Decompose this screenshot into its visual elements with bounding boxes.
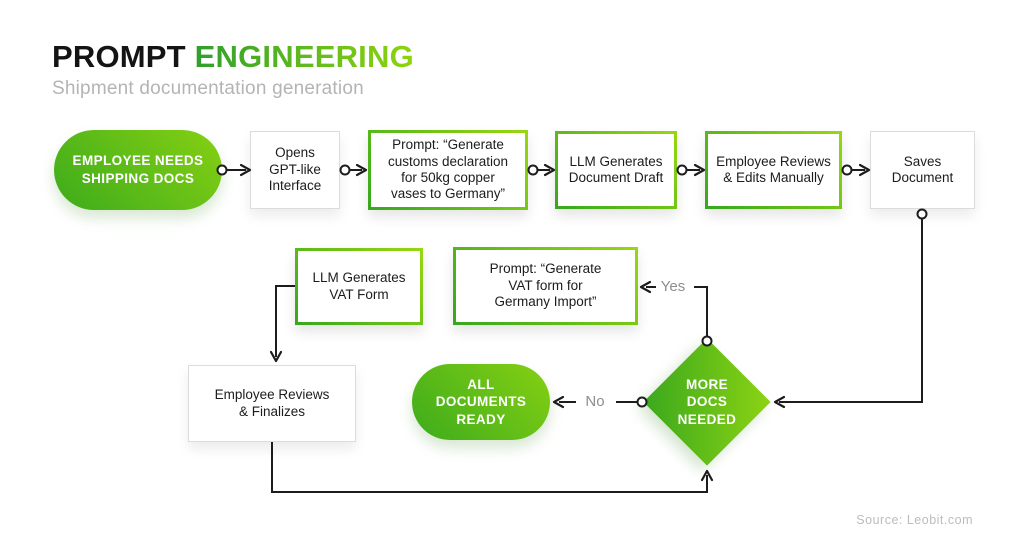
node-llm-generates-draft-inner: LLM Generates Document Draft <box>558 134 674 206</box>
node-llm-generates-vat-label: LLM Generates VAT Form <box>312 270 406 302</box>
arrowhead-yes-to-promptvat <box>639 280 652 294</box>
node-employee-reviews-edits: Employee Reviews & Edits Manually <box>705 131 842 209</box>
arrowhead-finalizes-to-decision <box>700 469 714 482</box>
node-opens-interface: Opens GPT-like Interface <box>250 131 340 209</box>
node-employee-reviews-finalizes-label: Employee Reviews & Finalizes <box>214 387 330 419</box>
node-llm-generates-draft-label: LLM Generates Document Draft <box>568 153 664 185</box>
connector-dot-llmdraft <box>676 164 688 176</box>
node-employee-reviews-edits-label: Employee Reviews & Edits Manually <box>716 153 831 185</box>
node-all-documents-ready: ALL DOCUMENTS READY <box>412 364 550 440</box>
node-prompt-customs-label: Prompt: “Generate customs declaration fo… <box>387 137 509 202</box>
connector-dot-opens <box>339 164 351 176</box>
node-start-pill: EMPLOYEE NEEDS SHIPPING DOCS <box>54 130 222 210</box>
page-title-accent: ENGINEERING <box>194 39 414 74</box>
edge-label-yes: Yes <box>660 278 686 295</box>
node-opens-label: Opens GPT-like Interface <box>268 145 322 194</box>
node-saves-document: Saves Document <box>870 131 975 209</box>
node-employee-reviews-finalizes: Employee Reviews & Finalizes <box>188 365 356 442</box>
arrowhead-prompt-to-llmdraft <box>543 163 556 177</box>
page-subtitle: Shipment documentation generation <box>52 78 364 100</box>
arrowhead-saves-to-decision <box>773 395 786 409</box>
arrowhead-review-to-saves <box>858 163 871 177</box>
arrowhead-start-to-opens <box>239 163 252 177</box>
node-prompt-vat-inner: Prompt: “Generate VAT form for Germany I… <box>456 250 635 322</box>
header: PROMPT ENGINEERING Shipment documentatio… <box>52 39 414 100</box>
arrowhead-llmdraft-to-review <box>693 163 706 177</box>
connector-saves-to-decision <box>779 219 923 403</box>
page-title-primary: PROMPT <box>52 39 186 74</box>
arrowhead-opens-to-prompt <box>355 163 368 177</box>
node-llm-generates-vat-inner: LLM Generates VAT Form <box>298 251 420 322</box>
node-llm-generates-vat: LLM Generates VAT Form <box>295 248 423 325</box>
page-title: PROMPT ENGINEERING <box>52 39 414 74</box>
connector-dot-review <box>841 164 853 176</box>
node-employee-reviews-edits-inner: Employee Reviews & Edits Manually <box>708 134 839 206</box>
node-all-documents-ready-label: ALL DOCUMENTS READY <box>435 376 527 427</box>
node-llm-generates-draft: LLM Generates Document Draft <box>555 131 677 209</box>
arrowhead-no-to-ready <box>552 395 565 409</box>
node-decision-label: MORE DOCS NEEDED <box>677 376 737 427</box>
node-prompt-customs: Prompt: “Generate customs declaration fo… <box>368 130 528 210</box>
node-prompt-vat: Prompt: “Generate VAT form for Germany I… <box>453 247 638 325</box>
connector-dot-prompt <box>527 164 539 176</box>
edge-label-no: No <box>585 393 605 410</box>
connector-dot-saves <box>916 208 928 220</box>
node-prompt-customs-inner: Prompt: “Generate customs declaration fo… <box>371 133 525 207</box>
connector-llmvat-to-finalizes <box>275 285 295 357</box>
node-prompt-vat-label: Prompt: “Generate VAT form for Germany I… <box>489 261 602 310</box>
node-saves-document-label: Saves Document <box>891 153 954 185</box>
source-attribution: Source: Leobit.com <box>856 513 973 527</box>
node-decision-diamond: MORE DOCS NEEDED <box>643 338 771 466</box>
arrowhead-llmvat-to-finalizes <box>269 350 283 363</box>
connector-finalizes-to-decision <box>271 442 708 493</box>
connector-decision-yes-right <box>694 286 708 337</box>
node-start-label: EMPLOYEE NEEDS SHIPPING DOCS <box>72 153 204 186</box>
